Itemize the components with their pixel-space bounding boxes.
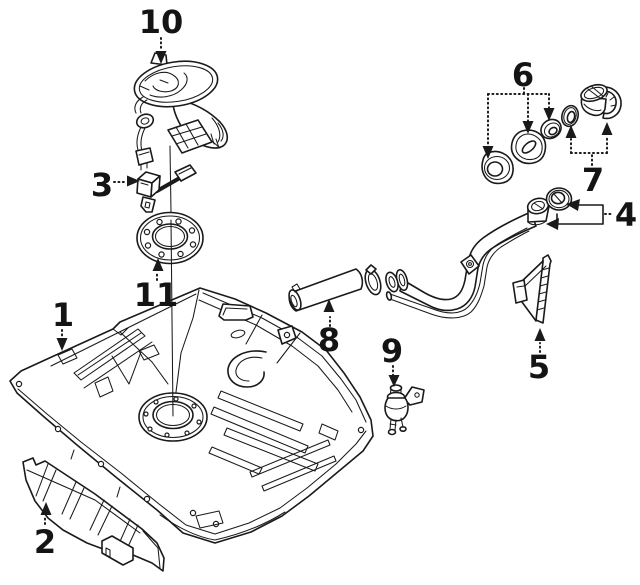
neck-clamp-tab <box>460 254 480 275</box>
callout-10[interactable]: 10 <box>139 3 184 64</box>
skid-plate <box>22 457 165 572</box>
callout-5[interactable]: 5 <box>528 328 550 386</box>
fuel-tank <box>9 287 374 544</box>
callout-11-arrow <box>152 258 164 271</box>
callout-10-label[interactable]: 10 <box>139 3 184 41</box>
callout-1[interactable]: 1 <box>52 296 74 351</box>
callout-4-label[interactable]: 4 <box>615 196 637 234</box>
grommet-pad <box>510 129 547 165</box>
callout-9-arrow <box>388 375 400 387</box>
callout-7[interactable]: 7 <box>565 122 613 199</box>
callout-4-arrow-upper <box>566 199 580 211</box>
callout-2-arrow <box>40 502 52 515</box>
callout-7-arrow-a <box>565 125 577 138</box>
callout-5-arrow <box>534 328 546 341</box>
callout-7-label[interactable]: 7 <box>582 161 604 199</box>
callout-4[interactable]: 4 <box>546 196 637 234</box>
lock-ring <box>136 211 204 265</box>
callout-6[interactable]: 6 <box>482 56 555 159</box>
grommet-set <box>481 118 562 185</box>
filler-hose <box>288 264 382 312</box>
callout-7-arrow-b <box>601 122 613 135</box>
callout-6-arrow-a <box>482 146 494 159</box>
assembly-axis-line-lower <box>170 219 174 417</box>
skid-plate-bracket <box>101 535 134 566</box>
callout-2[interactable]: 2 <box>34 502 56 561</box>
boss-bolt-holes <box>143 396 202 438</box>
pump-float-plate <box>167 119 213 154</box>
callout-3-arrow <box>127 175 140 187</box>
callout-1-arrow <box>56 338 68 351</box>
callout-8-arrow <box>323 299 335 312</box>
filler-neck <box>385 187 573 319</box>
callout-10-arrow <box>155 51 167 64</box>
pump-plate <box>133 60 219 108</box>
callout-5-label[interactable]: 5 <box>528 348 550 386</box>
callout-6-arrow-c <box>543 108 555 121</box>
callout-3[interactable]: 3 <box>91 166 140 204</box>
callout-6-label[interactable]: 6 <box>512 56 534 94</box>
fuel-cap <box>561 83 622 128</box>
filler-neck-tube <box>399 211 537 312</box>
pump-connector <box>135 147 154 166</box>
callout-6-arrow-b <box>522 121 534 134</box>
callout-4-arrow-lower <box>546 218 559 230</box>
callout-9-label[interactable]: 9 <box>381 332 403 370</box>
fuel-pump-assembly <box>133 52 229 171</box>
callout-11[interactable]: 11 <box>134 258 179 314</box>
assembly-axis-line <box>169 145 172 213</box>
filler-neck-bracket <box>512 254 552 324</box>
callout-9[interactable]: 9 <box>381 332 403 387</box>
callout-2-label[interactable]: 2 <box>34 523 56 561</box>
callout-8[interactable]: 8 <box>318 299 340 359</box>
callout-1-label[interactable]: 1 <box>52 296 74 334</box>
pump-bracket <box>136 164 197 213</box>
callout-3-label[interactable]: 3 <box>91 166 113 204</box>
callout-11-label[interactable]: 11 <box>134 276 179 314</box>
callout-8-label[interactable]: 8 <box>318 321 340 359</box>
cap-tether <box>601 86 622 120</box>
vent-valve <box>384 384 425 436</box>
skid-plate-outline <box>22 457 165 572</box>
